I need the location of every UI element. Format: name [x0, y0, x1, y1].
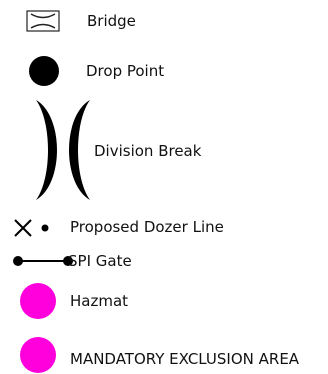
division-break-icon: [34, 98, 92, 202]
hazmat-icon: [19, 282, 57, 320]
drop-point-icon: [28, 55, 60, 87]
legend-row-division-break: Division Break: [0, 94, 328, 204]
legend-row-proposed-dozer-line: Proposed Dozer Line: [0, 213, 328, 243]
mandatory-exclusion-area-icon: [19, 336, 57, 374]
legend-label-bridge: Bridge: [87, 12, 136, 30]
legend-label-mandatory-exclusion-area: MANDATORY EXCLUSION AREA: [70, 350, 300, 368]
legend-label-spi-gate: SPI Gate: [68, 252, 132, 270]
legend-label-division-break: Division Break: [94, 142, 202, 160]
legend-row-mandatory-exclusion-area: MANDATORY EXCLUSION AREA: [0, 333, 328, 373]
proposed-dozer-line-icon: [13, 218, 53, 238]
legend-row-spi-gate: SPI Gate: [0, 249, 328, 273]
bridge-icon: [26, 10, 60, 32]
legend-label-drop-point: Drop Point: [86, 62, 165, 80]
legend-row-bridge: Bridge: [0, 0, 328, 40]
legend-label-hazmat: Hazmat: [70, 292, 129, 310]
spi-gate-icon: [12, 253, 74, 269]
legend-row-hazmat: Hazmat: [0, 280, 328, 322]
legend-label-proposed-dozer-line: Proposed Dozer Line: [70, 218, 224, 236]
legend-row-drop-point: Drop Point: [0, 52, 328, 88]
